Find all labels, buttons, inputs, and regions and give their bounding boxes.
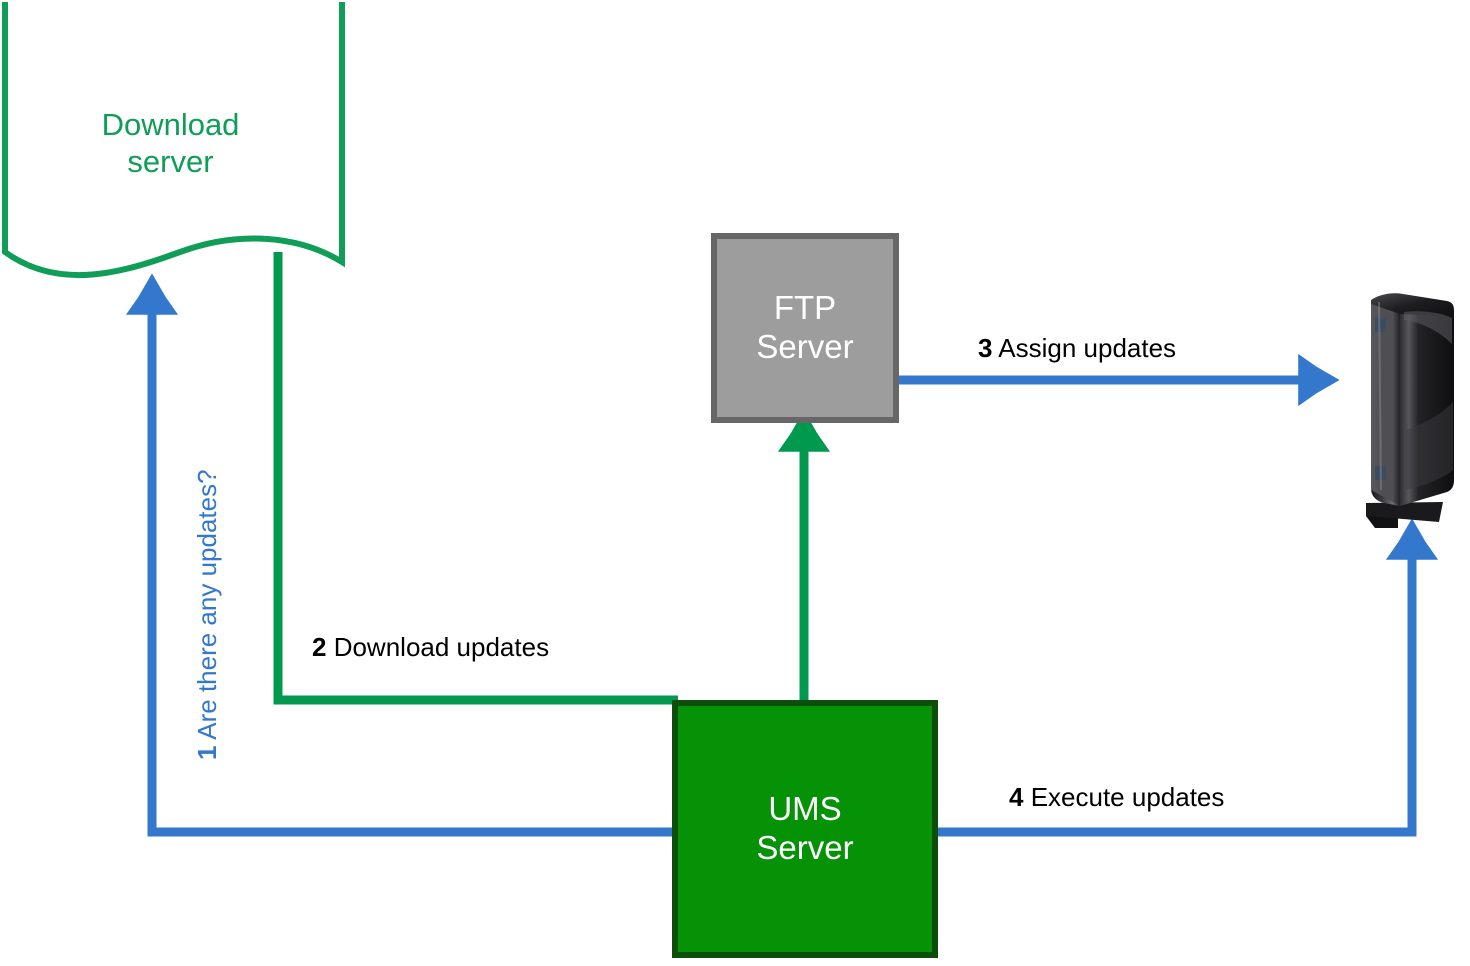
edge-step-4-line <box>938 518 1439 837</box>
edge-step-1-text: Are there any updates? <box>192 469 222 746</box>
thin-client-device-icon <box>1366 293 1454 528</box>
edge-step-2-line <box>273 252 678 705</box>
edge-step-4-number: 4 <box>1009 782 1024 812</box>
edge-label-step-2: 2 Download updates <box>312 632 549 663</box>
edge-step-3-text: Assign updates <box>992 333 1177 363</box>
edge-label-step-1: 1 Are there any updates? <box>192 469 223 760</box>
edge-step-1-line <box>125 273 672 837</box>
edge-step-4-text: Execute updates <box>1023 782 1225 812</box>
ums-server-label: UMS Server <box>756 790 854 866</box>
ums-server-node[interactable]: UMS Server <box>672 700 938 958</box>
edge-label-step-4: 4 Execute updates <box>1009 782 1224 813</box>
ftp-server-label: FTP Server <box>756 289 854 365</box>
download-server-shape <box>2 2 345 279</box>
edge-step-2-text: Download updates <box>326 632 550 662</box>
ftp-server-node[interactable]: FTP Server <box>711 233 899 423</box>
edge-step-2-number: 2 <box>312 632 327 662</box>
edge-label-step-3: 3 Assign updates <box>978 333 1176 364</box>
edge-step-1-number: 1 <box>192 745 222 760</box>
edge-step-3-number: 3 <box>978 333 993 363</box>
